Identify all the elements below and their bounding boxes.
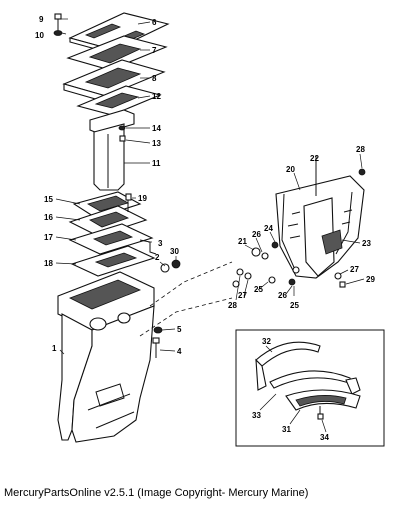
nut-2 xyxy=(160,263,170,273)
callout-34: 34 xyxy=(320,433,329,442)
exhaust-tube-11 xyxy=(89,109,135,191)
screw-4 xyxy=(152,337,160,358)
callout-5: 5 xyxy=(177,325,182,334)
callout-26-upper: 26 xyxy=(252,230,261,239)
callout-7: 7 xyxy=(152,46,157,55)
callout-32: 32 xyxy=(262,337,271,346)
bracket-assembly-20 xyxy=(275,175,365,279)
callout-26-lower: 26 xyxy=(278,291,287,300)
plate-8 xyxy=(62,59,166,103)
image-caption: MercuryPartsOnline v2.5.1 (Image Copyrig… xyxy=(4,487,309,499)
callout-27-right: 27 xyxy=(350,265,359,274)
callout-25-lower: 25 xyxy=(290,301,299,310)
callout-2: 2 xyxy=(155,253,160,262)
callout-33: 33 xyxy=(252,411,261,420)
washer-30 xyxy=(171,259,181,269)
callout-1: 1 xyxy=(52,344,57,353)
callout-24: 24 xyxy=(264,224,273,233)
cover-15 xyxy=(72,191,142,219)
callout-labels: 9 10 6 7 8 12 14 13 11 15 19 16 17 3 30 … xyxy=(35,15,375,442)
callout-29: 29 xyxy=(366,275,375,284)
callout-28-left: 28 xyxy=(228,301,237,310)
screw-13 xyxy=(119,135,126,142)
callout-16: 16 xyxy=(44,213,53,222)
callout-28-top: 28 xyxy=(356,145,365,154)
callout-23: 23 xyxy=(362,239,371,248)
callout-25-left: 25 xyxy=(254,285,263,294)
inset-panel xyxy=(235,329,385,447)
fittings-21-26-27 xyxy=(232,241,346,288)
bolt-34 xyxy=(317,406,324,420)
callout-12: 12 xyxy=(152,92,161,101)
callout-3: 3 xyxy=(158,239,163,248)
washer-28-top xyxy=(358,168,366,176)
leader-lines xyxy=(55,18,365,433)
spring-3 xyxy=(139,239,157,255)
nut-5 xyxy=(153,326,163,334)
plate-18 xyxy=(70,245,156,277)
gasket-12 xyxy=(76,85,162,116)
callout-22: 22 xyxy=(310,154,319,163)
callout-8: 8 xyxy=(152,74,157,83)
driveshaft-housing-1 xyxy=(57,271,155,443)
washer-14 xyxy=(118,125,126,131)
gasket-17 xyxy=(68,223,154,255)
callout-15: 15 xyxy=(44,195,53,204)
callout-9: 9 xyxy=(39,15,44,24)
callout-18: 18 xyxy=(44,259,53,268)
screw-9 xyxy=(54,13,62,32)
callout-31: 31 xyxy=(282,425,291,434)
callout-20: 20 xyxy=(286,165,295,174)
screw-19 xyxy=(125,193,132,212)
callout-4: 4 xyxy=(177,347,182,356)
callout-19: 19 xyxy=(138,194,147,203)
washer-10 xyxy=(53,30,63,36)
callout-11: 11 xyxy=(152,159,161,168)
exploded-parts-diagram: 9 10 6 7 8 12 14 13 11 15 19 16 17 3 30 … xyxy=(35,12,385,447)
gasket-7 xyxy=(66,35,168,71)
callout-21: 21 xyxy=(238,237,247,246)
callout-30: 30 xyxy=(170,247,179,256)
callout-13: 13 xyxy=(152,139,161,148)
callout-14: 14 xyxy=(152,124,161,133)
callout-27-left: 27 xyxy=(238,291,247,300)
plate-16 xyxy=(68,205,148,237)
callout-6: 6 xyxy=(152,18,157,27)
callout-17: 17 xyxy=(44,233,53,242)
assembly-path xyxy=(139,261,233,337)
callout-10: 10 xyxy=(35,31,44,40)
